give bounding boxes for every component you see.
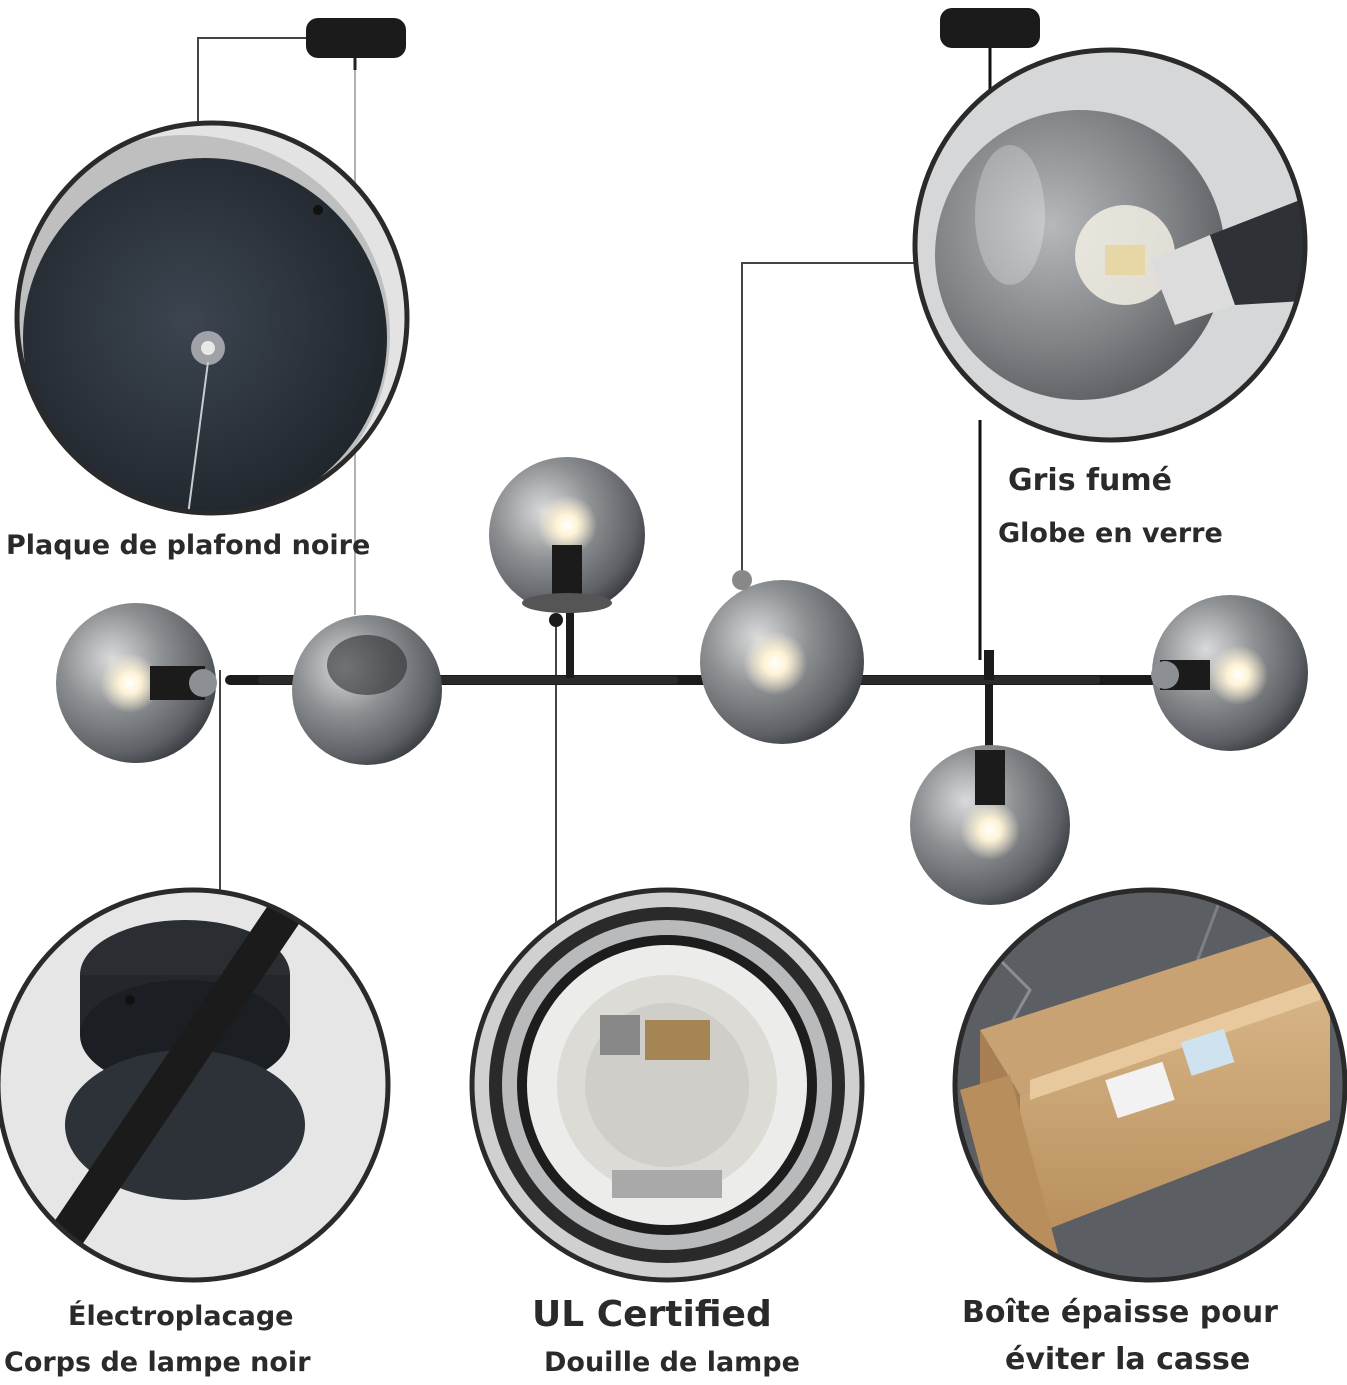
- label-ceiling-plate: Plaque de plafond noire: [6, 530, 371, 561]
- globe-lower-right: [910, 745, 1070, 905]
- detail-lamp-body: [0, 887, 391, 1283]
- label-ul-title: UL Certified: [532, 1294, 772, 1335]
- globe-center: [700, 570, 864, 744]
- callout-lines: [197, 37, 915, 930]
- globe-top: [489, 457, 645, 613]
- globe-left: [56, 603, 217, 763]
- label-box-line1: Boîte épaisse pour: [962, 1295, 1278, 1330]
- label-plating-title: Électroplacage: [68, 1301, 294, 1332]
- label-smoke-grey-sub: Globe en verre: [998, 518, 1223, 549]
- detail-ceiling-plate: [14, 120, 410, 516]
- ceiling-canopy-left: [306, 18, 406, 70]
- label-smoke-grey-title: Gris fumé: [1008, 463, 1173, 498]
- label-plating-sub: Corps de lampe noir: [4, 1347, 311, 1378]
- label-box-line2: éviter la casse: [1005, 1342, 1251, 1377]
- detail-lamp-socket: [469, 887, 865, 1283]
- globe-right: [1151, 595, 1308, 751]
- label-ul-sub: Douille de lampe: [544, 1347, 800, 1378]
- globe-mid-left: [292, 615, 442, 765]
- detail-smoked-glass: [912, 47, 1308, 443]
- detail-packaging-box: [952, 887, 1347, 1283]
